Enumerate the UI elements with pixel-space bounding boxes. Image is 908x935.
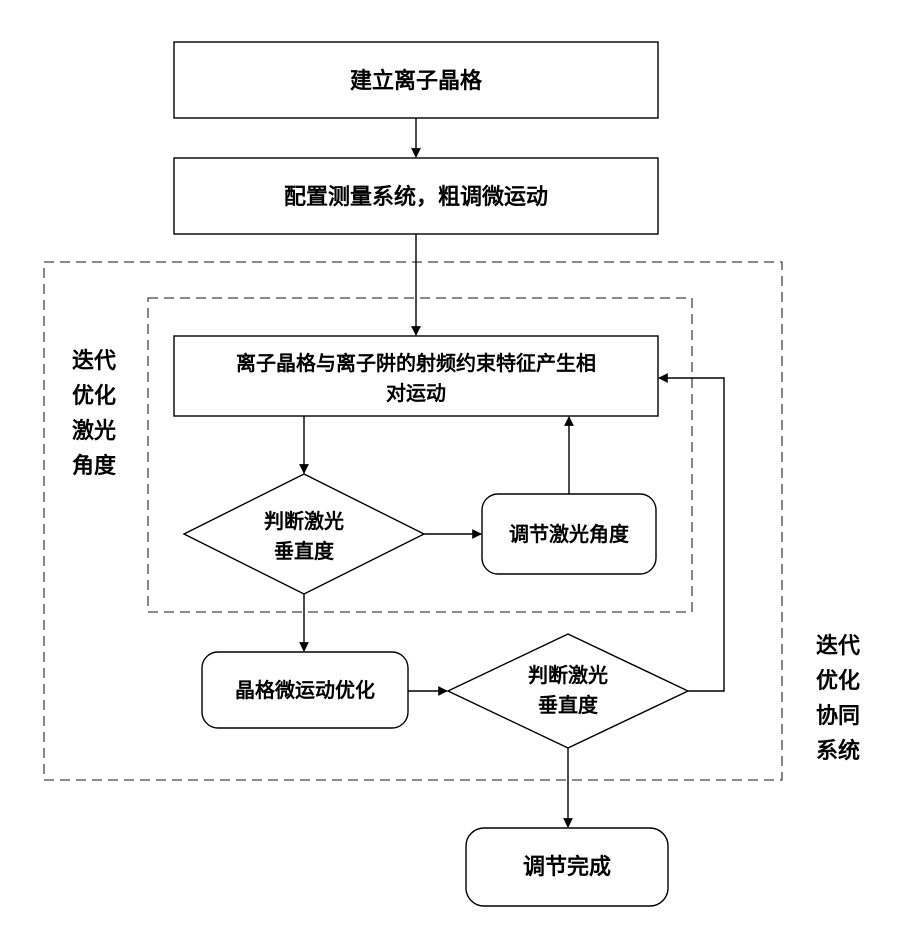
judge-outer-diamond [448,634,688,748]
outer-loop-label: 迭代 优化 协同 系统 [816,633,860,764]
build-lattice-label: 建立离子晶格 [350,68,483,94]
inner-loop-label-line: 角度 [72,453,117,479]
judge-outer-label-line2: 垂直度 [538,693,599,717]
outer-loop-label-line: 迭代 [816,633,860,659]
configure-system-label: 配置测量系统，粗调微运动 [284,184,548,210]
judge-inner-label-line2: 垂直度 [274,539,335,563]
judge-inner-label-line1: 判断激光 [264,509,344,533]
judge-outer-label-line1: 判断激光 [528,663,608,687]
inner-loop-label-line: 优化 [72,383,116,409]
relative-motion-label-line2: 对运动 [386,381,446,405]
lattice-optimize-label: 晶格微运动优化 [235,678,375,702]
outer-loop-label-line: 优化 [816,668,860,694]
arrow-judge-outer-feedback [659,378,724,691]
inner-loop-label-line: 激光 [72,418,116,444]
done-label: 调节完成 [523,854,611,880]
judge-inner-diamond [184,474,424,594]
outer-loop-label-line: 系统 [816,738,860,764]
adjust-angle-label: 调节激光角度 [509,522,630,546]
outer-loop-label-line: 协同 [816,703,860,729]
inner-loop-label: 迭代 优化 激光 角度 [72,348,117,479]
inner-loop-label-line: 迭代 [72,348,116,374]
relative-motion-label-line1: 离子晶格与离子阱的射频约束特征产生相 [236,351,596,375]
